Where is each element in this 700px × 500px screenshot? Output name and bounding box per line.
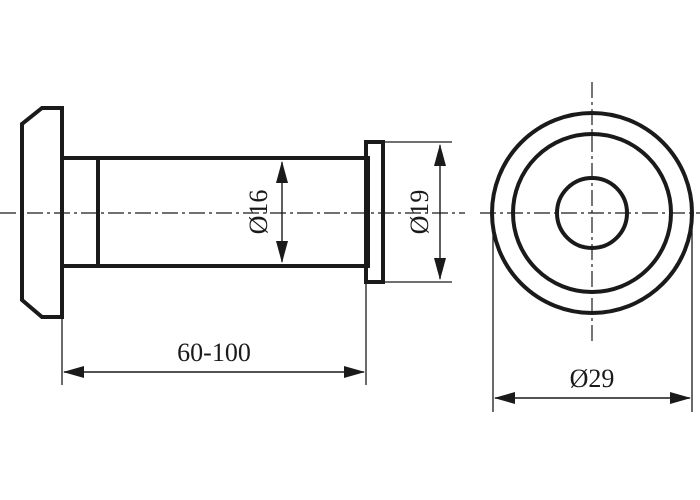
d29-arrow-right [670,392,691,404]
front-view: Ø29 [480,82,700,412]
end-collar [364,140,385,284]
length-dimension-label: 60-100 [177,338,251,367]
side-view: 60-100 Ø16 Ø19 [0,106,465,385]
d19-dimension-label: Ø19 [405,190,434,235]
d16-arrow-top [276,161,288,183]
d19-arrow-top [434,144,446,166]
d16-dimension-label: Ø16 [244,190,273,235]
d29-arrow-left [494,392,515,404]
d29-dimension: Ø29 [494,364,691,404]
d19-arrow-bottom [434,258,446,280]
d29-dimension-label: Ø29 [570,364,615,393]
d16-arrow-bottom [276,241,288,263]
length-dimension: 60-100 [63,338,365,378]
barrel-body [60,156,370,268]
length-arrow-right [344,366,365,378]
d16-dimension: Ø16 [244,161,288,263]
length-arrow-left [63,366,84,378]
lens-circle [555,176,629,250]
d19-dimension: Ø19 [405,144,446,280]
middle-ring-circle [511,132,673,294]
